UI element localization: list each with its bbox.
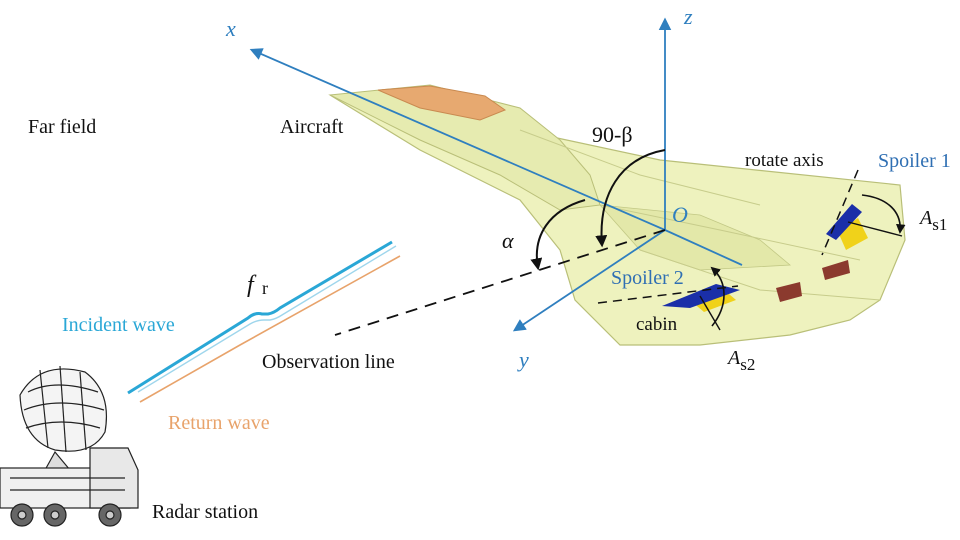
axis-z-label: z [683,4,693,29]
observation-line-label: Observation line [262,351,395,373]
spoiler-1-plate [826,204,862,240]
fr-label-sub: r [262,278,268,298]
spoiler-1-rotate-axis [821,169,859,256]
spoiler-1-deflected-shade [838,218,868,250]
spoiler-1-label: Spoiler 1 [878,150,951,172]
spoiler-1: rotate axis Spoiler 1 As1 [745,150,951,256]
return-wave-line [139,255,401,403]
angle-beta-arc [595,149,666,248]
aircraft-cockpit-canopy [377,85,507,121]
axis-y-label: y [517,347,529,372]
origin-label: O [672,202,688,227]
spoiler-2-rotate-axis [597,285,739,304]
angle-beta-label: 90-β [592,122,633,147]
far-field-label: Far field [28,116,96,138]
y-axis [512,229,666,332]
axis-x-label: x [225,16,236,41]
incident-wave-line-2 [137,245,397,393]
observation-line [334,229,666,336]
spoiler-1-angle-arc [861,194,906,234]
wave-lines: f r [127,240,401,403]
coordinate-axes: x y z O [225,4,743,372]
radar-station-label: Radar station [152,501,258,523]
rotate-axis-label: rotate axis [745,150,824,171]
return-wave-label: Return wave [168,412,270,434]
as1-label: As1 [918,207,947,234]
engine-inlet-left [776,282,802,302]
aircraft-label: Aircraft [280,116,344,138]
cabin-label: cabin [636,314,678,335]
incident-wave-label: Incident wave [62,314,175,336]
angle-markers: 90-β α [502,122,666,271]
spoiler-2-angle-arc [710,266,725,327]
incident-wave-line [127,240,393,395]
spoiler-2-label: Spoiler 2 [611,267,684,289]
spoiler-2-plate [662,284,740,308]
engine-inlet-right [822,260,850,280]
spoiler-2: Spoiler 2 cabin As2 [597,266,755,374]
fr-label-main: f [247,272,257,298]
x-axis [249,48,666,231]
angle-alpha-label: α [502,228,514,253]
fr-label: f r [247,272,268,298]
body-line-to-wingtip [664,229,743,266]
as2-label: As2 [726,347,755,374]
aircraft-model [328,84,906,346]
angle-alpha-arc [530,199,586,271]
radar-station-icon [0,365,139,527]
